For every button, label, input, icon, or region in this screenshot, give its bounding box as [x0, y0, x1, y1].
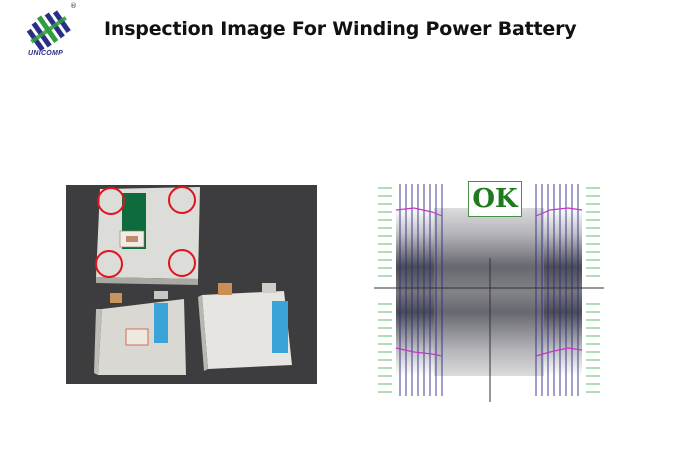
result-ok-label: OK	[468, 181, 522, 217]
unicomp-logo-icon	[26, 10, 71, 52]
battery-photo	[66, 185, 317, 384]
registered-mark: ®	[70, 2, 77, 10]
logo-name: UNICOMP	[28, 50, 64, 57]
page-title: Inspection Image For Winding Power Batte…	[104, 18, 577, 40]
